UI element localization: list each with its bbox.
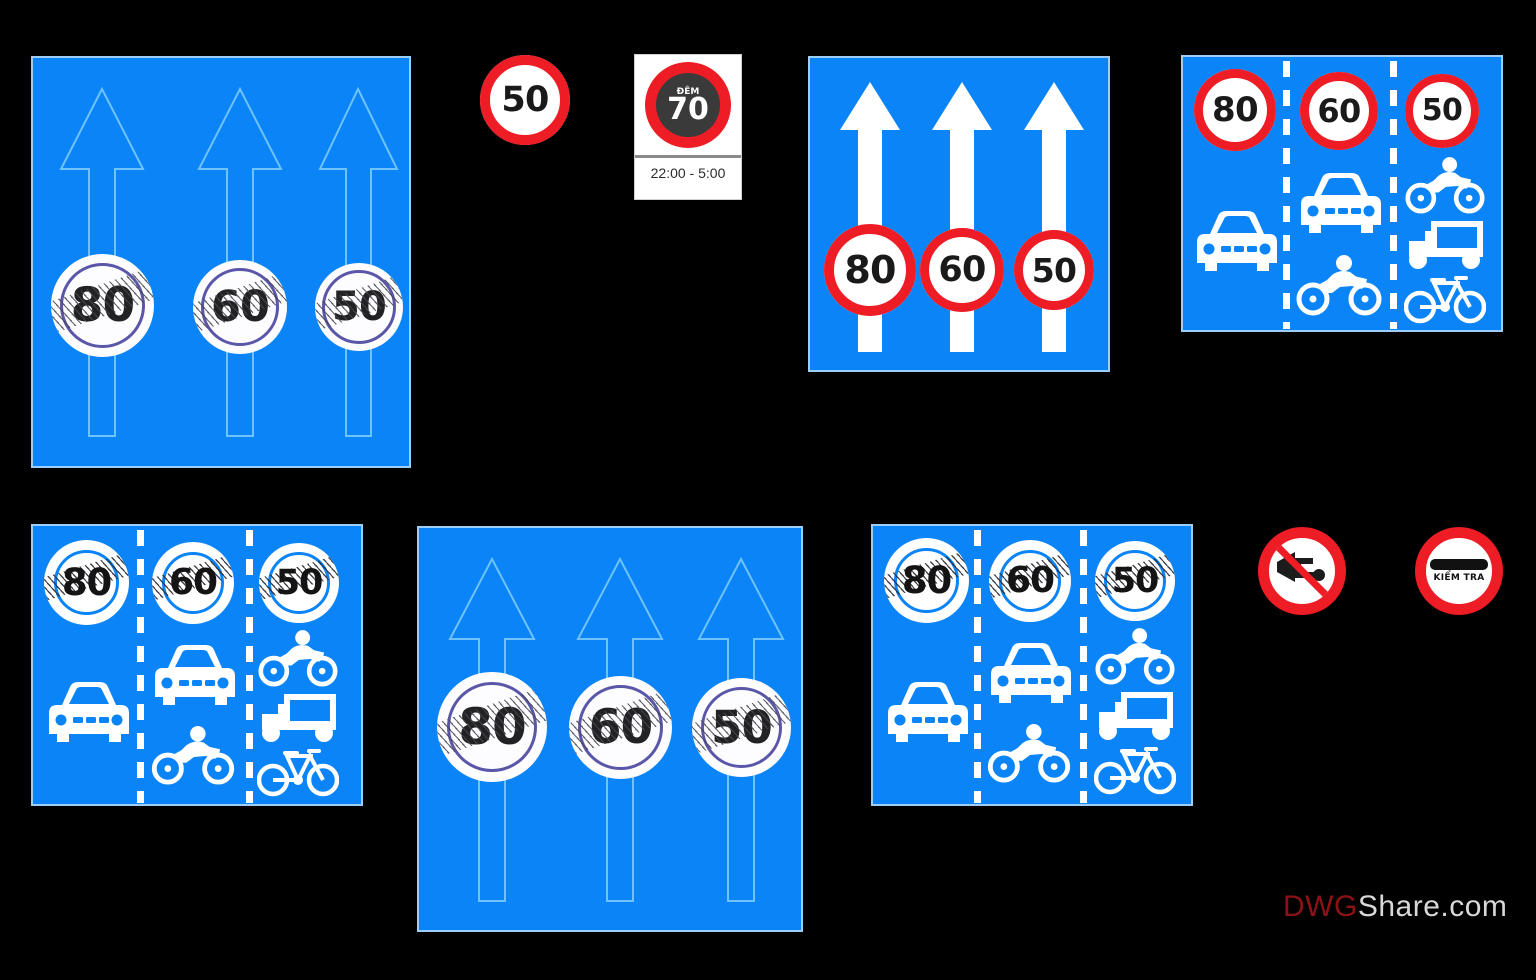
lane-divider-2: [246, 530, 253, 803]
speed-value: 50: [1111, 560, 1160, 601]
inspection-label: KIỂM TRA: [1433, 573, 1485, 583]
speed-value: 80: [901, 559, 952, 602]
sign-lane-vehicle-speed-limit-top-right[interactable]: 80 60: [1181, 55, 1503, 332]
motorcycle-icon: [987, 724, 1071, 784]
speed-circle-end-60[interactable]: 60: [152, 542, 234, 624]
lane-arrow-outline-1: [446, 555, 538, 905]
speed-circle-end-80[interactable]: 80: [437, 672, 547, 782]
night-dark-disc: ĐÊM 70: [656, 73, 720, 137]
speed-value: 80: [844, 248, 896, 292]
lane-arrow-outline-2: [195, 85, 285, 440]
three-wheeler-icon: [256, 690, 340, 746]
speed-value: 50: [1421, 93, 1463, 128]
lane-arrow-outline-3: [695, 555, 787, 905]
lane-divider-1: [1283, 61, 1290, 329]
lane-arrow-solid-2: [930, 82, 994, 352]
speed-circle-50[interactable]: 50: [1014, 230, 1094, 310]
speed-circle-end-60[interactable]: 60: [569, 676, 672, 779]
speed-circle-60[interactable]: 60: [920, 228, 1004, 312]
motorcycle-icon: [1296, 255, 1382, 317]
speed-value: 60: [588, 700, 653, 755]
watermark-domain: Share.com: [1357, 890, 1508, 923]
night-label: ĐÊM: [676, 86, 700, 97]
watermark: DWGShare.com: [1283, 890, 1507, 924]
car-icon: [882, 678, 974, 752]
bicycle-icon: [257, 742, 339, 798]
night-sign-face: ĐÊM 70: [635, 55, 741, 155]
lane-divider-1: [974, 530, 981, 803]
speed-circle-end-50[interactable]: 50: [1095, 541, 1175, 621]
night-time-plate: 22:00 - 5:00: [650, 165, 726, 181]
sign-lane-end-limit-outlined-bottom-center[interactable]: 80 60 50: [417, 526, 803, 932]
motorcycle-icon: [151, 726, 235, 786]
car-icon: [1295, 169, 1387, 243]
lane-divider-1: [137, 530, 144, 803]
speed-circle-end-50[interactable]: 50: [259, 543, 339, 623]
three-wheeler-icon: [1093, 688, 1177, 744]
sign-speed-limit-50-standalone[interactable]: 50: [480, 55, 570, 145]
sign-lane-vehicle-end-limit-bottom-left[interactable]: 80 60: [31, 524, 363, 806]
car-icon: [43, 678, 135, 752]
speed-value: 60: [938, 249, 986, 290]
car-icon: [1191, 207, 1283, 281]
horn-icon: [1273, 542, 1331, 600]
speed-circle-end-50[interactable]: 50: [315, 263, 403, 351]
speed-circle-50[interactable]: 50: [1405, 74, 1479, 148]
sign-night-speed-limit-70[interactable]: ĐÊM 70 22:00 - 5:00: [634, 54, 742, 200]
lane-arrow-solid-1: [838, 82, 902, 352]
sign-lane-vehicle-end-limit-bottom-center-right[interactable]: 80 60: [871, 524, 1193, 806]
night-speed-value: 70: [667, 91, 709, 127]
bicycle-icon: [1404, 269, 1486, 325]
sign-lane-end-limit-outlined-top-left[interactable]: 80 60 50: [31, 56, 411, 468]
speed-circle-end-80[interactable]: 80: [884, 538, 969, 623]
speed-circle-80[interactable]: 80: [824, 224, 916, 316]
speed-circle-end-60[interactable]: 60: [193, 260, 287, 354]
lane-arrow-outline-2: [574, 555, 666, 905]
car-icon: [985, 639, 1077, 713]
lane-arrow-outline-1: [57, 85, 147, 440]
speed-value: 80: [61, 561, 112, 604]
speed-circle-end-80[interactable]: 80: [51, 254, 154, 357]
speed-value: 60: [1006, 560, 1055, 601]
speed-value: 80: [1212, 90, 1259, 130]
night-separator: [635, 155, 741, 158]
speed-value: 50: [331, 284, 387, 330]
bicycle-icon: [1094, 740, 1176, 796]
speed-circle-60[interactable]: 60: [1300, 72, 1378, 150]
watermark-brand: DWG: [1283, 890, 1358, 923]
speed-value: 60: [1317, 92, 1361, 130]
speed-circle-end-60[interactable]: 60: [989, 540, 1071, 622]
lane-arrow-solid-3: [1022, 82, 1086, 352]
speed-circle-end-80[interactable]: 80: [44, 540, 129, 625]
motorcycle-icon: [1095, 628, 1175, 686]
speed-value: 60: [210, 281, 270, 332]
three-wheeler-icon: [1403, 217, 1487, 273]
speed-value: 60: [169, 562, 218, 603]
speed-value: 50: [1031, 250, 1077, 290]
motorcycle-icon: [1405, 157, 1485, 215]
sign-lane-speed-limit-solid-arrows[interactable]: 80 60 50: [808, 56, 1110, 372]
speed-value: 50: [501, 79, 549, 120]
lane-divider-2: [1080, 530, 1087, 803]
barrier-icon: [1430, 559, 1488, 570]
sign-inspection-stop[interactable]: KIỂM TRA: [1415, 527, 1503, 615]
speed-circle-80[interactable]: 80: [1194, 69, 1276, 151]
lane-divider-2: [1390, 61, 1397, 329]
speed-value: 80: [458, 698, 527, 756]
speed-value: 50: [275, 562, 324, 603]
night-red-ring: ĐÊM 70: [645, 62, 731, 148]
motorcycle-icon: [258, 630, 338, 688]
lane-arrow-outline-3: [316, 85, 401, 440]
speed-value: 50: [711, 701, 773, 754]
car-icon: [149, 641, 241, 715]
sign-no-horn[interactable]: [1258, 527, 1346, 615]
speed-value: 80: [70, 278, 135, 333]
speed-circle-end-50[interactable]: 50: [692, 678, 791, 777]
